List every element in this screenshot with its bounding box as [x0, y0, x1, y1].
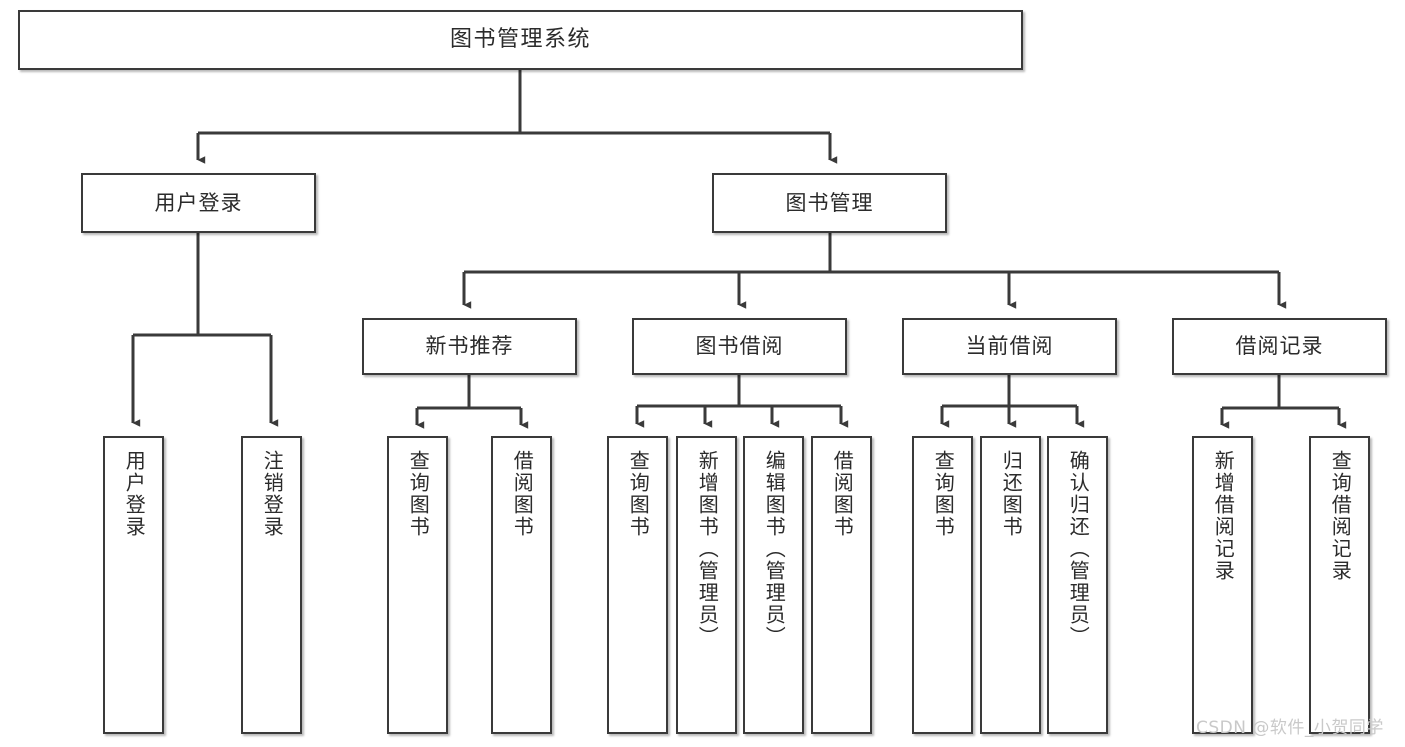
node-leaf-return-book-label: 归还图书	[999, 450, 1024, 538]
node-leaf-confirm-return-label: 确认归还（管理员）	[1066, 450, 1091, 648]
node-user-login[interactable]: 用户登录	[81, 173, 316, 233]
node-borrow-record-label: 借阅记录	[1235, 334, 1324, 359]
csdn-watermark: CSDN @软件_小贺同学	[1196, 718, 1384, 738]
node-book-borrow[interactable]: 图书借阅	[632, 318, 847, 375]
node-root-label: 图书管理系统	[449, 27, 591, 53]
node-leaf-query-book-2-label: 查询图书	[626, 450, 651, 538]
node-leaf-query-book-1-label: 查询图书	[406, 450, 431, 538]
node-leaf-borrow-book-2-label: 借阅图书	[830, 450, 855, 538]
node-root[interactable]: 图书管理系统	[18, 10, 1023, 70]
node-new-book-rec-label: 新书推荐	[425, 334, 514, 359]
node-leaf-user-login-label: 用户登录	[122, 450, 147, 538]
node-leaf-borrow-book-2[interactable]: 借阅图书	[811, 436, 872, 734]
node-leaf-logout-label: 注销登录	[260, 450, 285, 538]
node-leaf-edit-book[interactable]: 编辑图书（管理员）	[743, 436, 804, 734]
node-leaf-add-book-label: 新增图书（管理员）	[695, 450, 720, 648]
node-leaf-confirm-return[interactable]: 确认归还（管理员）	[1047, 436, 1108, 734]
node-leaf-edit-book-label: 编辑图书（管理员）	[762, 450, 787, 648]
node-leaf-query-book-3[interactable]: 查询图书	[912, 436, 973, 734]
node-book-manage-label: 图书管理	[785, 190, 874, 215]
node-leaf-query-record[interactable]: 查询借阅记录	[1309, 436, 1370, 734]
node-current-borrow[interactable]: 当前借阅	[902, 318, 1117, 375]
node-borrow-record[interactable]: 借阅记录	[1172, 318, 1387, 375]
node-leaf-user-login[interactable]: 用户登录	[103, 436, 164, 734]
node-leaf-query-record-label: 查询借阅记录	[1328, 450, 1353, 582]
node-new-book-rec[interactable]: 新书推荐	[362, 318, 577, 375]
node-leaf-logout[interactable]: 注销登录	[241, 436, 302, 734]
node-current-borrow-label: 当前借阅	[965, 334, 1054, 359]
node-leaf-add-record[interactable]: 新增借阅记录	[1192, 436, 1253, 734]
node-leaf-query-book-2[interactable]: 查询图书	[607, 436, 668, 734]
node-leaf-return-book[interactable]: 归还图书	[980, 436, 1041, 734]
node-book-manage[interactable]: 图书管理	[712, 173, 947, 233]
node-user-login-label: 用户登录	[154, 190, 243, 215]
node-book-borrow-label: 图书借阅	[695, 334, 784, 359]
node-leaf-borrow-book-1-label: 借阅图书	[510, 450, 535, 538]
node-leaf-query-book-1[interactable]: 查询图书	[387, 436, 448, 734]
node-leaf-query-book-3-label: 查询图书	[931, 450, 956, 538]
node-leaf-borrow-book-1[interactable]: 借阅图书	[491, 436, 552, 734]
node-leaf-add-book[interactable]: 新增图书（管理员）	[676, 436, 737, 734]
node-leaf-add-record-label: 新增借阅记录	[1211, 450, 1236, 582]
